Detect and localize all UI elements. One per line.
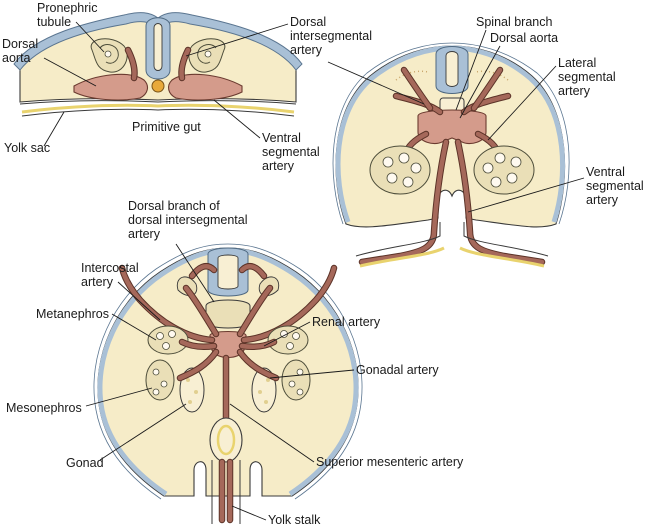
label-renal-artery: Renal artery (263, 315, 381, 347)
label-line: artery (128, 227, 161, 241)
panel-a-pronephros-right (188, 38, 226, 73)
label-line: Intercostal (81, 261, 139, 275)
label-line: Ventral (586, 165, 625, 179)
panel-c-vitelline-vessels (219, 459, 233, 523)
label-line: Lateral (558, 56, 596, 70)
panel-a-section (13, 12, 303, 117)
svg-text:Renal artery: Renal artery (312, 315, 381, 329)
label-line: Dorsal (290, 15, 326, 29)
label-line: tubule (37, 15, 71, 29)
svg-text:Mesonephros: Mesonephros (6, 401, 82, 415)
panel-c-mesonephros-right (281, 359, 311, 401)
label-yolk-stalk: Yolk stalk (231, 505, 321, 527)
panel-a-yolk-sac-lining (21, 103, 295, 114)
panel-c-metanephros-right (267, 325, 309, 355)
label-line: artery (558, 84, 591, 98)
label-line: artery (290, 43, 323, 57)
panel-c-mesonephros-left (145, 359, 175, 401)
panel-c-renal-arteries (179, 339, 277, 350)
panel-a-intersegmental-right (179, 47, 191, 81)
panel-c-intercostal-right (241, 265, 337, 343)
panel-a-dorsal-aorta-left (73, 73, 149, 101)
svg-text:Superior mesenteric artery: Superior mesenteric artery (316, 455, 464, 469)
panel-b-section (332, 42, 570, 268)
label-line: Pronephric (37, 1, 97, 15)
svg-text:Dorsal aorta: Dorsal aorta (490, 31, 558, 45)
panel-a-intersegmental-left (125, 47, 137, 81)
label-superior-mesenteric-artery: Superior mesenteric artery (229, 403, 464, 469)
panel-a-neural-canal (153, 23, 163, 71)
label-gonad: Gonad (66, 403, 187, 470)
panel-c-gonad-right (251, 367, 277, 413)
svg-text:Spinal branch: Spinal branch (476, 15, 552, 29)
panel-a-dorsal-aorta-right (167, 73, 243, 101)
label-line: segmental (586, 179, 644, 193)
label-line: segmental (262, 145, 320, 159)
label-line: artery (262, 159, 295, 173)
panel-a-pronephros-left (90, 38, 128, 73)
panel-c-section (93, 243, 363, 524)
panel-b-ventral-segmental-right (455, 139, 545, 265)
panel-c-gut (209, 417, 243, 463)
label-line: Dorsal branch of (128, 199, 220, 213)
svg-text:Metanephros: Metanephros (36, 307, 109, 321)
label-line: artery (81, 275, 114, 289)
panel-b-mesonephros-left (369, 145, 431, 195)
panel-c-metanephros-left (147, 325, 189, 355)
svg-text:Yolk sac: Yolk sac (4, 141, 50, 155)
label-metanephros: Metanephros (36, 307, 157, 341)
svg-text:Gonad: Gonad (66, 456, 104, 470)
svg-text:Gonadal artery: Gonadal artery (356, 363, 439, 377)
label-yolk-sac: Yolk sac (4, 111, 65, 155)
panel-b-mesonephros-right (473, 145, 535, 195)
label-primitive-gut: Primitive gut (132, 120, 201, 134)
label-line: Dorsal (2, 37, 38, 51)
panel-a-ectoderm (13, 12, 303, 71)
label-line: dorsal intersegmental (128, 213, 248, 227)
panel-c-gonad-left (179, 367, 205, 413)
svg-text:Yolk stalk: Yolk stalk (268, 513, 321, 527)
panel-b-spinal-branch-right (461, 93, 511, 115)
label-line: segmental (558, 70, 616, 84)
panel-c-intercostal-left (119, 265, 215, 343)
panel-c-dorsal-branch (183, 285, 273, 337)
panel-b-ventral-segmental-left (359, 139, 449, 265)
label-mesonephros: Mesonephros (6, 387, 153, 415)
label-dorsal-aorta-b: Dorsal aorta (459, 31, 558, 119)
panel-b-dorsal-aorta (417, 109, 487, 145)
panel-b-dorsal-branch-left (401, 67, 433, 111)
label-gonadal-artery: Gonadal artery (269, 363, 439, 379)
panel-b-dorsal-branch-right (471, 67, 503, 111)
label-spinal-branch: Spinal branch (455, 15, 552, 111)
panel-a-notochord (151, 79, 165, 93)
label-line: intersegmental (290, 29, 372, 43)
svg-text:Primitive gut: Primitive gut (132, 120, 201, 134)
label-line: aorta (2, 51, 31, 65)
label-line: Ventral (262, 131, 301, 145)
panel-c-gonadal-arteries (177, 349, 279, 381)
label-line: artery (586, 193, 619, 207)
